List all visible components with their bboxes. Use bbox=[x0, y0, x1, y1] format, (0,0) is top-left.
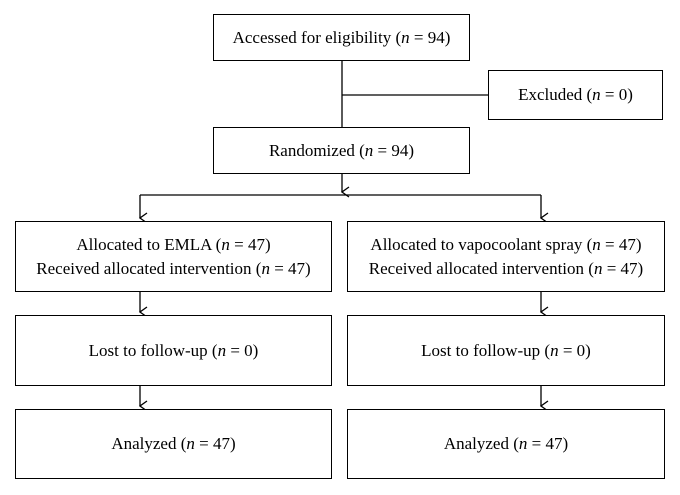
excluded-label: Excluded (n = 0) bbox=[518, 85, 633, 104]
spray-lost-label: Lost to follow-up (n = 0) bbox=[421, 340, 591, 360]
spray-allocation-box: Allocated to vapocoolant spray (n = 47) … bbox=[347, 221, 665, 292]
spray-analysis-box: Analyzed (n = 47) bbox=[347, 409, 665, 479]
randomized-box: Randomized (n = 94) bbox=[213, 127, 470, 174]
spray-analyzed-label: Analyzed (n = 47) bbox=[443, 434, 569, 453]
emla-allocation-box: Allocated to EMLA (n = 47) Received allo… bbox=[15, 221, 332, 292]
emla-analysis-box: Analyzed (n = 47) bbox=[15, 409, 332, 479]
excluded-box: Excluded (n = 0) bbox=[488, 70, 663, 120]
emla-lost-label: Lost to follow-up (n = 0) bbox=[88, 340, 259, 360]
emla-analyzed-label: Analyzed (n = 47) bbox=[111, 434, 236, 453]
emla-allocated-label: Allocated to EMLA (n = 47) bbox=[76, 234, 271, 254]
spray-received-label: Received allocated intervention (n = 47) bbox=[368, 258, 644, 278]
spray-followup-box: Lost to follow-up (n = 0) bbox=[347, 315, 665, 386]
eligibility-label: Accessed for eligibility (n = 94) bbox=[232, 27, 451, 47]
emla-followup-box: Lost to follow-up (n = 0) bbox=[15, 315, 332, 386]
randomized-label: Randomized (n = 94) bbox=[268, 140, 415, 160]
eligibility-box: Accessed for eligibility (n = 94) bbox=[213, 14, 470, 61]
spray-allocated-label: Allocated to vapocoolant spray (n = 47) bbox=[370, 234, 642, 254]
emla-received-label: Received allocated intervention (n = 47) bbox=[36, 258, 311, 278]
